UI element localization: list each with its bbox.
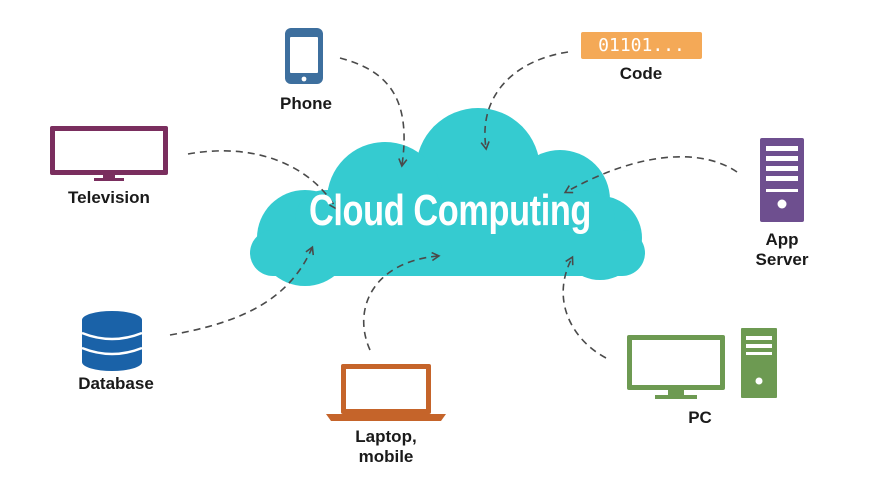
arrow-app-server bbox=[563, 155, 738, 194]
app-server-icon bbox=[760, 138, 804, 222]
pc-label: PC bbox=[688, 408, 712, 427]
app-server-label-line2: Server bbox=[755, 250, 809, 269]
arrow-television bbox=[187, 150, 338, 211]
app-server-label-line1: App bbox=[765, 230, 799, 249]
arrow-laptop bbox=[362, 251, 441, 351]
cloud-title: Cloud Computing bbox=[309, 186, 591, 235]
phone-label: Phone bbox=[280, 94, 332, 113]
arrow-phone bbox=[339, 57, 408, 168]
laptop-label-line2: mobile bbox=[358, 447, 414, 466]
app-server-label: App Server bbox=[732, 230, 832, 270]
database-icon bbox=[81, 311, 143, 371]
phone-icon bbox=[285, 28, 323, 84]
television-icon bbox=[50, 126, 168, 181]
laptop-icon bbox=[326, 364, 446, 421]
laptop-label: Laptop, mobile bbox=[334, 427, 438, 467]
arrow-code bbox=[480, 51, 569, 151]
arrow-pc bbox=[562, 255, 607, 359]
pc-icon bbox=[627, 328, 777, 399]
laptop-label-line1: Laptop, bbox=[355, 427, 417, 446]
code-label: Code bbox=[619, 64, 663, 83]
code-badge: 01101... bbox=[581, 32, 702, 59]
database-label: Database bbox=[78, 374, 154, 393]
arrow-database bbox=[169, 245, 315, 336]
cloud-shape bbox=[250, 108, 645, 286]
television-label: Television bbox=[68, 188, 150, 207]
